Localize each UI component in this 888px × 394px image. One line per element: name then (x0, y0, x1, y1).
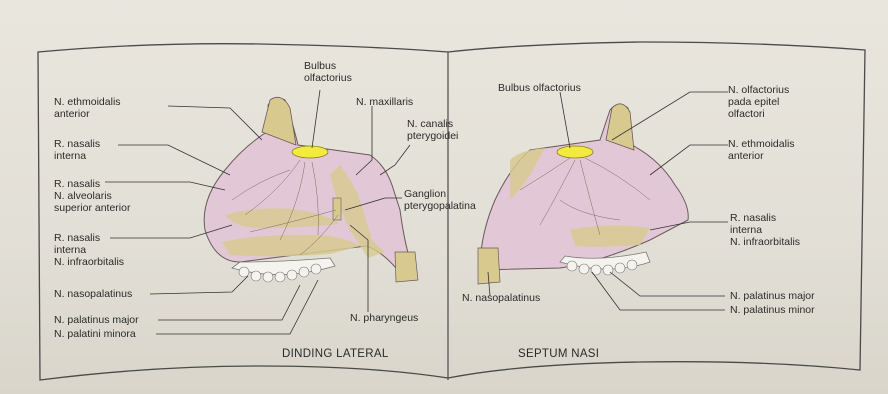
label-line: Bulbus (304, 60, 352, 72)
label-line: olfactorius (304, 72, 352, 84)
label-line: R. nasalis (54, 232, 124, 244)
label-line: olfactori (728, 108, 789, 120)
label-line: N. alveolaris (54, 190, 130, 202)
label-line: pterygopalatina (404, 200, 476, 212)
label-n-palatini-minora: N. palatini minora (54, 328, 136, 340)
label-bulbus-olfactorius-right: Bulbus olfactorius (498, 82, 581, 94)
label-bulbus-olfactorius-left: Bulbus olfactorius (304, 60, 352, 84)
label-n-canalis-pterygoidei: N. canalis pterygoidei (407, 118, 458, 142)
label-line: N. olfactorius (728, 84, 789, 96)
label-n-pharyngeus: N. pharyngeus (350, 312, 418, 324)
caption-dinding-lateral: DINDING LATERAL (282, 348, 389, 360)
label-line: N. infraorbitalis (54, 256, 124, 268)
label-line: interna (54, 150, 100, 162)
bulbus-olfactorius-right (557, 146, 593, 158)
caption-septum-nasi: SEPTUM NASI (518, 348, 599, 360)
label-line: superior anterior (54, 202, 130, 214)
label-line: pterygoidei (407, 130, 458, 142)
label-n-nasopalatinus-right: N. nasopalatinus (462, 292, 540, 304)
label-line: N. ethmoidalis (728, 138, 795, 150)
label-ganglion-pterygopalatina: Ganglion pterygopalatina (404, 188, 476, 212)
label-r-nasalis-alveolaris: R. nasalis N. alveolaris superior anteri… (54, 178, 130, 214)
label-n-palatinus-major-right: N. palatinus major (730, 290, 815, 302)
label-line: R. nasalis (730, 212, 800, 224)
label-n-nasopalatinus-left: N. nasopalatinus (54, 288, 132, 300)
label-line: N. canalis (407, 118, 458, 130)
label-line: pada epitel (728, 96, 789, 108)
label-n-olfactorius: N. olfactorius pada epitel olfactori (728, 84, 789, 120)
label-r-nasalis-infraorbitalis-left: R. nasalis interna N. infraorbitalis (54, 232, 124, 268)
label-n-ethmoidalis-anterior-right: N. ethmoidalis anterior (728, 138, 795, 162)
label-line: anterior (54, 108, 121, 120)
label-r-nasalis-infraorbitalis-right: R. nasalis interna N. infraorbitalis (730, 212, 800, 248)
label-line: Ganglion (404, 188, 476, 200)
label-line: N. ethmoidalis (54, 96, 121, 108)
label-line: anterior (728, 150, 795, 162)
bulbus-olfactorius-left (292, 146, 328, 158)
label-n-palatinus-minor: N. palatinus minor (730, 304, 815, 316)
label-n-ethmoidalis-anterior-left: N. ethmoidalis anterior (54, 96, 121, 120)
lateral-wall-figure (204, 97, 418, 282)
label-line: R. nasalis (54, 178, 130, 190)
label-line: interna (730, 224, 800, 236)
label-line: N. infraorbitalis (730, 236, 800, 248)
label-line: interna (54, 244, 124, 256)
label-n-palatinus-major-left: N. palatinus major (54, 314, 139, 326)
label-line: R. nasalis (54, 138, 100, 150)
label-r-nasalis-interna: R. nasalis interna (54, 138, 100, 162)
septum-figure (478, 104, 688, 284)
label-n-maxillaris: N. maxillaris (356, 96, 413, 108)
